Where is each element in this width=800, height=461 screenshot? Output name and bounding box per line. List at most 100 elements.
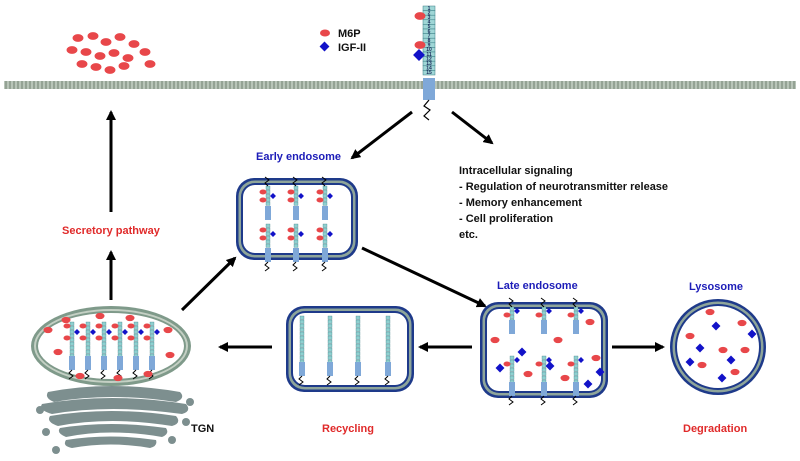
m6p-molecule bbox=[259, 197, 267, 203]
receptor-domain-number: 8 bbox=[428, 38, 431, 44]
receptor-domain-number: 5 bbox=[428, 24, 431, 30]
mini-receptor bbox=[127, 321, 144, 380]
m6p-molecule bbox=[95, 335, 103, 341]
m6p-molecule bbox=[122, 54, 134, 62]
m6p-molecule bbox=[585, 318, 595, 326]
signaling-text-block: Intracellular signaling - Regulation of … bbox=[459, 165, 668, 241]
m6p-molecule bbox=[104, 66, 116, 74]
m6p-molecule bbox=[94, 52, 106, 60]
receptor-domain-number: 2 bbox=[428, 10, 431, 16]
receptor-domain-number: 9 bbox=[428, 43, 431, 49]
igf2-molecule bbox=[495, 363, 505, 373]
m6p-molecule bbox=[535, 361, 543, 367]
igf2-molecule bbox=[578, 308, 584, 314]
tgn-label: TGN bbox=[191, 423, 214, 435]
m6p-molecule bbox=[490, 336, 500, 344]
igf2-molecule bbox=[546, 357, 552, 363]
signaling-title: Intracellular signaling bbox=[459, 165, 573, 177]
mini-receptor bbox=[287, 223, 304, 272]
m6p-molecule bbox=[553, 336, 563, 344]
igf2-molecule bbox=[327, 193, 333, 199]
m6p-molecule bbox=[100, 38, 112, 46]
early-endosome-label: Early endosome bbox=[256, 151, 341, 163]
igf2-molecule bbox=[270, 193, 276, 199]
m6p-molecule bbox=[72, 34, 84, 42]
mini-receptor bbox=[63, 321, 80, 380]
igf2-molecule bbox=[514, 357, 520, 363]
signaling-item: etc. bbox=[459, 229, 478, 241]
m6p-molecule bbox=[718, 346, 728, 354]
m6p-molecule bbox=[43, 326, 53, 334]
mini-receptor bbox=[503, 355, 520, 406]
m6p-molecule bbox=[535, 312, 543, 318]
lysosome-lumen bbox=[677, 306, 759, 388]
golgi-ellipse-vesicle bbox=[31, 306, 191, 386]
m6p-molecule bbox=[287, 227, 295, 233]
m6p-molecule bbox=[503, 312, 511, 318]
receptor-domain-number: 6 bbox=[428, 29, 431, 35]
receptor-domain-number: 15 bbox=[426, 70, 432, 76]
m6p-molecule bbox=[144, 60, 156, 68]
receptor-tail bbox=[423, 99, 431, 121]
legend-igf-label: IGF-II bbox=[338, 42, 366, 54]
m6p-molecule bbox=[567, 312, 575, 318]
m6p-molecule bbox=[316, 197, 324, 203]
m6p-molecule bbox=[61, 316, 71, 324]
receptor-domain-number: 14 bbox=[426, 66, 432, 72]
m6p-molecule bbox=[128, 40, 140, 48]
m6p-molecule bbox=[125, 314, 135, 322]
legend-m6p-swatch bbox=[320, 29, 330, 37]
m6p-molecule bbox=[95, 312, 105, 320]
mini-receptor bbox=[567, 355, 584, 406]
mini-receptor bbox=[298, 315, 305, 386]
igf2-molecule bbox=[270, 231, 276, 237]
mini-receptor bbox=[95, 321, 112, 380]
mini-receptor bbox=[567, 297, 584, 334]
m6p-molecule bbox=[414, 12, 426, 20]
m6p-molecule bbox=[111, 335, 119, 341]
m6p-molecule bbox=[143, 323, 151, 329]
igf2-molecule bbox=[298, 231, 304, 237]
m6p-molecule bbox=[163, 326, 173, 334]
receptor-domain-number: 1 bbox=[428, 6, 431, 12]
m6p-molecule bbox=[567, 361, 575, 367]
igf2-molecule bbox=[327, 231, 333, 237]
m6p-molecule bbox=[79, 335, 87, 341]
mini-receptor bbox=[384, 315, 391, 386]
signaling-item: - Memory enhancement bbox=[459, 197, 582, 209]
m6p-molecule bbox=[90, 63, 102, 71]
receptor-domain-number: 4 bbox=[428, 20, 431, 26]
m6p-molecule bbox=[127, 335, 135, 341]
m6p-molecule bbox=[80, 48, 92, 56]
late-endosome-label: Late endosome bbox=[497, 280, 578, 292]
m6p-molecule bbox=[697, 361, 707, 369]
arrow-golgi-to-early bbox=[180, 256, 237, 312]
m6p-molecule bbox=[259, 235, 267, 241]
m6p-molecule bbox=[316, 189, 324, 195]
m6p-molecule bbox=[287, 189, 295, 195]
lysosome-vesicle bbox=[670, 299, 766, 395]
m6p-molecule bbox=[316, 235, 324, 241]
late-endosome-vesicle bbox=[480, 297, 608, 406]
m6p-molecule bbox=[730, 368, 740, 376]
m6p-molecule bbox=[66, 46, 78, 54]
m6p-molecule bbox=[143, 335, 151, 341]
degradation-label: Degradation bbox=[683, 423, 747, 435]
receptor-domain-number: 13 bbox=[426, 61, 432, 67]
m6p-molecule bbox=[259, 227, 267, 233]
m6p-molecule bbox=[63, 323, 71, 329]
receptor-domain bbox=[422, 70, 436, 76]
m6p-molecule bbox=[76, 60, 88, 68]
receptor-transmembrane bbox=[423, 78, 435, 100]
plasma-membrane bbox=[4, 81, 796, 89]
receptor-domain-number: 11 bbox=[426, 52, 432, 58]
early-endosome-vesicle bbox=[236, 176, 358, 272]
mini-receptor bbox=[503, 297, 520, 334]
m6p-molecule bbox=[503, 361, 511, 367]
igf2-molecule bbox=[298, 193, 304, 199]
arrow-early-to-late bbox=[361, 246, 487, 308]
m6p-molecule bbox=[740, 346, 750, 354]
m6p-molecule bbox=[705, 308, 715, 316]
mini-receptor bbox=[316, 223, 333, 272]
